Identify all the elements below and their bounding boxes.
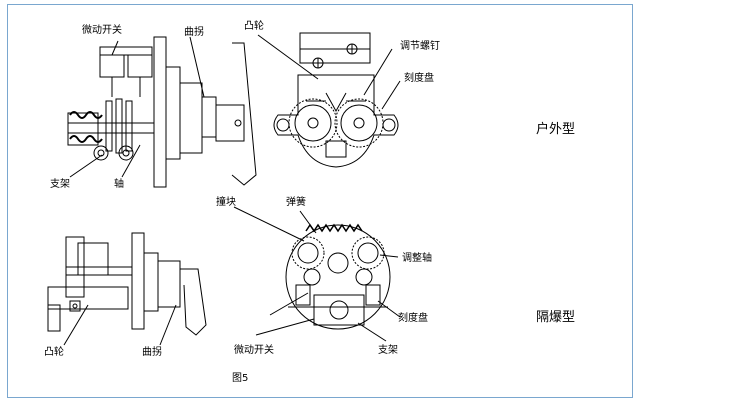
label-micro-switch-bottom: 微动开关 xyxy=(234,343,274,356)
label-crank-bottom: 曲拐 xyxy=(142,345,162,358)
figure-caption: 图5 xyxy=(232,372,248,384)
label-micro-switch-top: 微动开关 xyxy=(82,23,122,36)
label-dial-bottom: 刻度盘 xyxy=(398,311,428,324)
label-cam-bottom: 凸轮 xyxy=(44,345,64,358)
label-cam-top: 凸轮 xyxy=(244,19,264,32)
label-bracket-bottom: 支架 xyxy=(378,344,398,356)
type-column xyxy=(633,4,749,398)
outdoor-side-view xyxy=(67,36,257,188)
label-block: 撞块 xyxy=(216,195,236,208)
outdoor-front-view xyxy=(257,32,401,168)
label-adjust-shaft: 调整轴 xyxy=(402,251,432,264)
label-adjust-screw: 调节螺钉 xyxy=(400,40,440,52)
type-label-explosion-proof: 隔爆型 xyxy=(536,310,576,325)
schematic-drawing: 微动开关 曲拐 凸轮 调节螺钉 刻度盘 支架 轴 撞块 弹簧 调整轴 凸轮 曲拐… xyxy=(44,19,440,384)
label-dial-top: 刻度盘 xyxy=(404,71,434,84)
label-bracket-top: 支架 xyxy=(50,178,70,190)
label-crank-top: 曲拐 xyxy=(184,25,204,38)
label-spring: 弹簧 xyxy=(286,195,306,208)
label-shaft: 轴 xyxy=(114,177,124,190)
type-label-outdoor: 户外型 xyxy=(536,122,576,137)
diagram-panel: 微动开关 曲拐 凸轮 调节螺钉 刻度盘 支架 轴 撞块 弹簧 调整轴 凸轮 曲拐… xyxy=(7,4,633,398)
explosion-proof-front-view xyxy=(233,206,401,342)
explosion-proof-side-view xyxy=(47,232,207,346)
